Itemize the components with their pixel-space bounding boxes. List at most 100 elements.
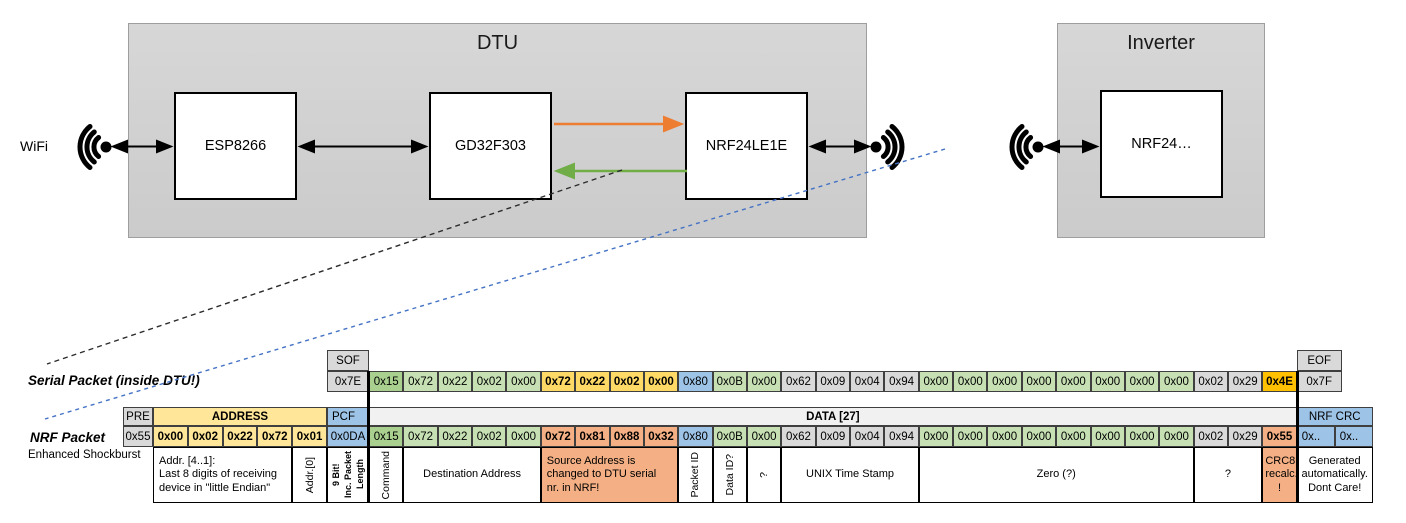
annotation-cell: Destination Address — [403, 447, 541, 503]
module-esp8266: ESP8266 — [174, 92, 297, 200]
data-block-right-connector — [1295, 371, 1299, 503]
inverter-title: Inverter — [1127, 32, 1195, 54]
serial-byte-cell: 0x04 — [850, 371, 885, 392]
annotation-cell: Zero (?) — [918, 447, 1194, 503]
wifi-icon — [77, 124, 112, 170]
nrf-byte-cell: 0x81 — [575, 426, 610, 447]
serial-byte-cell: 0x15 — [369, 371, 404, 392]
serial-byte-cell: 0x29 — [1227, 371, 1263, 392]
nrf-byte-cell: 0x00 — [506, 426, 541, 447]
serial-byte-cell: 0x4E — [1262, 371, 1297, 392]
serial-byte-cell: 0x00 — [506, 371, 541, 392]
nrf-address-byte-cell: 0x72 — [257, 426, 293, 447]
annotation-cell: Addr.[0] — [292, 447, 327, 503]
module-esp8266-label: ESP8266 — [204, 138, 267, 154]
nrf-byte-cell: 0x88 — [609, 426, 644, 447]
serial-packet-label: Serial Packet (inside DTU!) — [28, 373, 200, 388]
serial-byte-cell: 0x00 — [1124, 371, 1160, 392]
nrf-byte-cell: 0x62 — [781, 426, 816, 447]
module-nrf24le1e: NRF24LE1E — [685, 92, 808, 200]
nrf-crc-value-cell: 0x.. — [1296, 426, 1335, 447]
annotation-vertical-text: Addr.[0] — [303, 456, 316, 494]
pcf-value-cell: 0x0DA — [326, 426, 369, 447]
annotation-vertical-text: Data ID? — [723, 454, 736, 496]
annotation-cell: ? — [1193, 447, 1263, 503]
nrf-byte-cell: 0x00 — [987, 426, 1022, 447]
pcf-header-cell: PCF — [326, 407, 369, 426]
annotation-cell: Data ID? — [712, 447, 747, 503]
nrf-byte-cell: 0x00 — [1159, 426, 1194, 447]
serial-byte-cell: 0x22 — [575, 371, 610, 392]
annotation-cell: Addr. [4..1]: Last 8 digits of receiving… — [153, 447, 293, 503]
nrf-byte-cell: 0x00 — [1021, 426, 1057, 447]
eof-value-cell: 0x7F — [1296, 371, 1342, 392]
serial-byte-cell: 0x00 — [1090, 371, 1125, 392]
nrf-byte-cell: 0x09 — [815, 426, 851, 447]
annotation-cell: UNIX Time Stamp — [781, 447, 919, 503]
annotation-cell: Command — [368, 447, 404, 503]
nrf-byte-cell: 0x00 — [953, 426, 988, 447]
nrf-crc-header-cell: NRF CRC — [1296, 407, 1373, 426]
module-nrf24le1e-label: NRF24LE1E — [705, 138, 788, 154]
data-header-cell: DATA [27] — [368, 407, 1297, 426]
annotation-cell: Generated automatically. Dont Care! — [1296, 447, 1373, 503]
eof-header-cell: EOF — [1296, 350, 1342, 371]
serial-byte-cell: 0x22 — [437, 371, 473, 392]
serial-byte-cell: 0x09 — [815, 371, 851, 392]
wifi-label: WiFi — [20, 138, 48, 154]
nrf-byte-cell: 0x55 — [1262, 426, 1297, 447]
nrf-crc-value-cell: 0x.. — [1334, 426, 1373, 447]
wifi-icon — [1009, 124, 1044, 170]
address-header-cell: ADDRESS — [153, 407, 327, 426]
data-block-left-connector — [366, 371, 370, 503]
nrf-byte-cell: 0x29 — [1227, 426, 1263, 447]
nrf-address-byte-cell: 0x22 — [222, 426, 258, 447]
serial-byte-cell: 0x00 — [643, 371, 679, 392]
nrf-address-byte-cell: 0x02 — [187, 426, 223, 447]
serial-byte-cell: 0x80 — [678, 371, 713, 392]
module-gd32f303-label: GD32F303 — [455, 138, 526, 154]
serial-byte-cell: 0x00 — [1159, 371, 1194, 392]
annotation-vertical-text: ? — [758, 472, 771, 478]
nrf-byte-cell: 0x00 — [746, 426, 782, 447]
inverter-container-box: Inverter — [1057, 23, 1265, 238]
annotation-cell: Packet ID — [678, 447, 713, 503]
pre-header-cell: PRE — [123, 407, 153, 426]
nrf-byte-cell: 0x72 — [403, 426, 438, 447]
annotation-cell: Source Address is changed to DTU serial … — [540, 447, 679, 503]
serial-byte-cell: 0x72 — [403, 371, 438, 392]
nrf-address-byte-cell: 0x01 — [292, 426, 327, 447]
sof-value-cell: 0x7E — [327, 371, 369, 392]
nrf-address-byte-cell: 0x00 — [153, 426, 188, 447]
serial-byte-cell: 0x02 — [609, 371, 644, 392]
annotation-vertical-text: Command — [380, 450, 393, 500]
nrf-byte-cell: 0x02 — [472, 426, 507, 447]
nrf-byte-cell: 0x02 — [1193, 426, 1228, 447]
annotation-cell: ? — [746, 447, 782, 503]
nrf-packet-table: PRE 0x55 ADDRESS PCF 0x0DA DATA [27] NRF… — [123, 407, 1373, 503]
nrf-byte-cell: 0x00 — [918, 426, 954, 447]
nrf-byte-cell: 0x32 — [643, 426, 679, 447]
serial-byte-cell: 0x00 — [953, 371, 988, 392]
dtu-title: DTU — [476, 32, 519, 54]
nrf-byte-cell: 0x15 — [368, 426, 404, 447]
nrf-byte-cell: 0x00 — [1124, 426, 1160, 447]
annotation-vertical-text: Packet ID — [689, 452, 702, 498]
nrf-byte-cell: 0x94 — [884, 426, 919, 447]
nrf-byte-cell: 0x80 — [678, 426, 713, 447]
module-nrf24-inverter: NRF24… — [1100, 90, 1223, 198]
annotation-cell: CRC8 recalc. ! — [1262, 447, 1298, 503]
serial-byte-cell: 0x00 — [746, 371, 782, 392]
serial-byte-cell: 0x00 — [987, 371, 1022, 392]
serial-byte-cell: 0x00 — [1021, 371, 1057, 392]
nrf-byte-cell: 0x00 — [1090, 426, 1125, 447]
serial-byte-cell: 0x00 — [918, 371, 954, 392]
annotation-cell: 9 Bit! Inc. Packet Length — [326, 447, 369, 503]
serial-byte-cell: 0x00 — [1056, 371, 1091, 392]
nrf-byte-cell: 0x72 — [540, 426, 576, 447]
serial-byte-cell: 0x62 — [781, 371, 816, 392]
pre-value-cell: 0x55 — [123, 426, 153, 447]
serial-byte-cell: 0x02 — [472, 371, 507, 392]
nrf-byte-cell: 0x00 — [1056, 426, 1091, 447]
